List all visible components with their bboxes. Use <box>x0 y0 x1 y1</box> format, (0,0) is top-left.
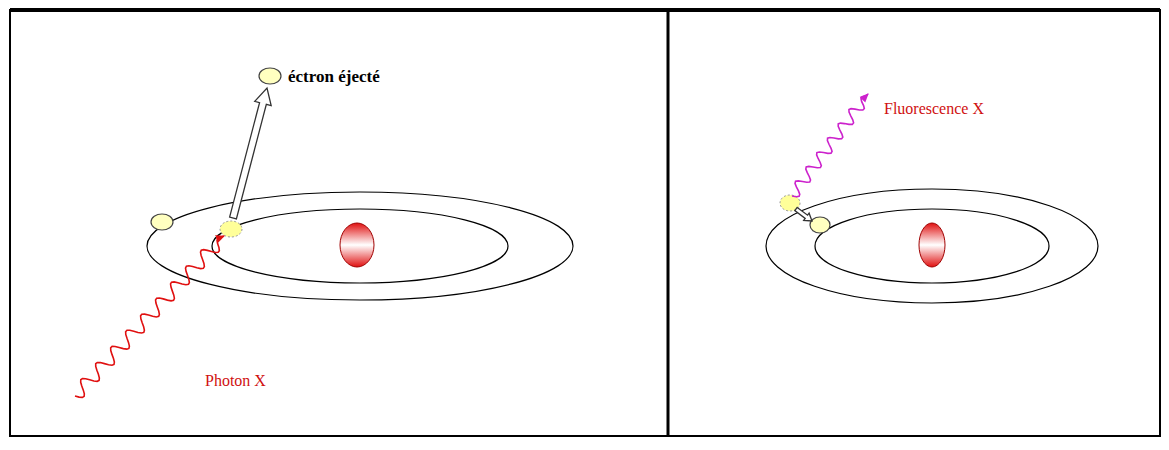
vacancy-electron <box>220 221 242 237</box>
fluorescence-label: Fluorescence X <box>884 100 984 118</box>
panel-divider <box>667 10 670 436</box>
photon-label: Photon X <box>205 372 266 390</box>
inner-orbit <box>815 209 1049 283</box>
fluorescence-photon <box>792 94 868 197</box>
outer-orbit <box>766 189 1098 303</box>
nucleus <box>340 223 374 267</box>
outer-orbit <box>147 192 573 300</box>
panel-frame <box>10 10 1160 436</box>
incident-photon <box>75 236 224 397</box>
nucleus <box>919 223 945 267</box>
electron <box>810 217 830 233</box>
ejected-electron-label: éctron éjecté <box>288 68 380 87</box>
frame-top <box>10 8 1160 12</box>
ejection-arrow <box>225 86 275 220</box>
ejected-electron <box>259 68 281 84</box>
electron <box>151 214 173 230</box>
inner-orbit <box>212 209 508 283</box>
transition-arrow <box>793 205 814 224</box>
